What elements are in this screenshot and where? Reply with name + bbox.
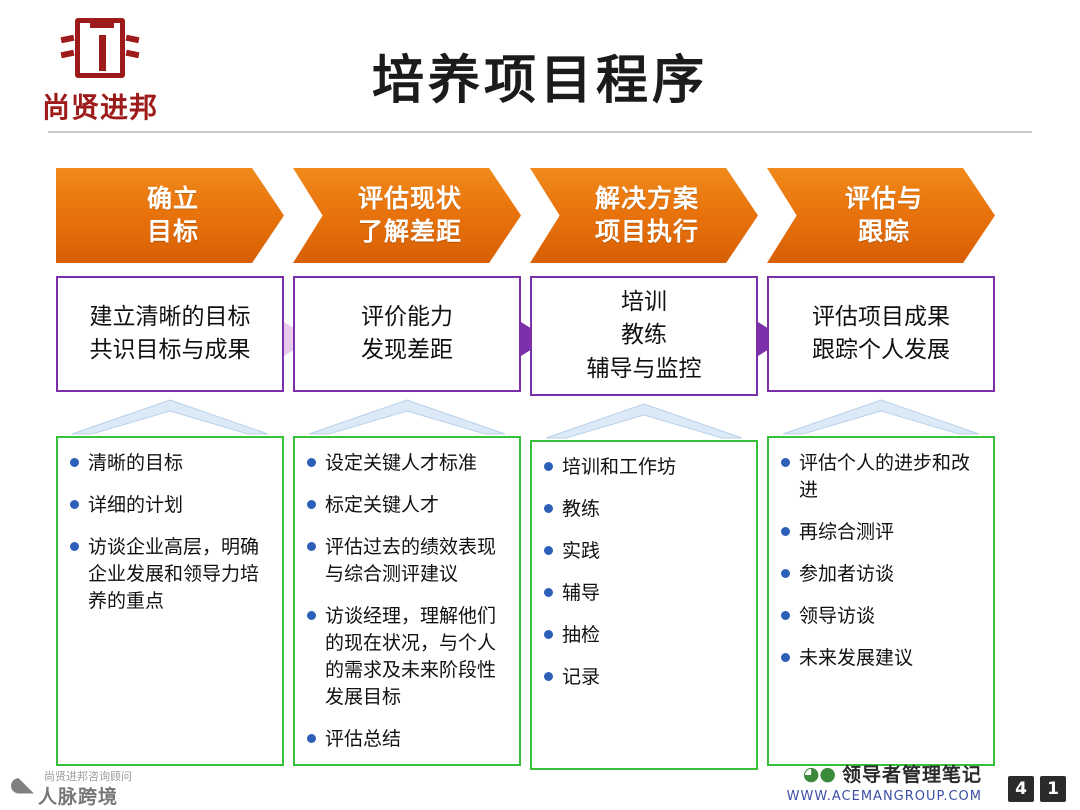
wechat-icon: ◕● bbox=[802, 762, 836, 785]
objective-box-text-2: 评价能力 发现差距 bbox=[357, 293, 457, 376]
list-item: 未来发展建议 bbox=[779, 645, 983, 672]
logo-text: 尚贤进邦 bbox=[41, 91, 158, 124]
stage-line: 项目执行 bbox=[594, 216, 699, 246]
watermark-right: ◕● 领导者管理笔记 WWW.ACEMANGROUP.COM bbox=[732, 760, 982, 805]
watermark-left: ◖◣ 尚贤进邦咨询顾问 人脉跨境 bbox=[8, 766, 198, 808]
stage-line: 目标 bbox=[146, 216, 199, 246]
up-chevron-2 bbox=[293, 398, 521, 436]
objective-box-text-3: 培训 教练 辅导与监控 bbox=[583, 278, 706, 394]
header-divider bbox=[48, 131, 1032, 133]
wechat-watermark: ◕● 领导者管理笔记 bbox=[732, 760, 982, 787]
process-columns: 确立 目标 建立清晰的目标 共识目标与成果 清晰的目标 详细的计划 访谈企业高层… bbox=[56, 168, 1032, 788]
stage-line: 确立 bbox=[146, 184, 199, 213]
objective-line: 辅导与监控 bbox=[586, 355, 702, 382]
objective-line: 建立清晰的目标 bbox=[89, 303, 251, 330]
stage-line: 解决方案 bbox=[594, 184, 699, 213]
detail-list-2: 设定关键人才标准 标定关键人才 评估过去的绩效表现与综合测评建议 访谈经理，理解… bbox=[305, 450, 509, 753]
process-column-4: 评估与 跟踪 评估项目成果 跟踪个人发展 评估个人的进步和改进 再综合测评 参加… bbox=[767, 168, 995, 766]
objective-box-1: 建立清晰的目标 共识目标与成果 bbox=[56, 276, 311, 392]
site-url: WWW.ACEMANGROUP.COM bbox=[786, 789, 982, 804]
objective-box-text-4: 评估项目成果 跟踪个人发展 bbox=[808, 293, 954, 376]
watermark-left-big: 人脉跨境 bbox=[38, 786, 119, 808]
list-item: 设定关键人才标准 bbox=[305, 450, 509, 477]
stage-line: 评估现状 bbox=[357, 184, 462, 213]
page-badge: 4 bbox=[1008, 776, 1034, 802]
objective-line: 培训 bbox=[621, 289, 667, 315]
list-item: 清晰的目标 bbox=[68, 450, 272, 477]
up-chevron-1 bbox=[56, 398, 284, 436]
objective-box-2: 评价能力 发现差距 bbox=[293, 276, 548, 392]
objective-box-3: 培训 教练 辅导与监控 bbox=[530, 276, 785, 397]
list-item: 领导访谈 bbox=[779, 603, 983, 630]
stage-line: 跟踪 bbox=[857, 216, 910, 246]
objective-line: 评估项目成果 bbox=[812, 303, 950, 330]
slide-header: 尚贤进邦 培养项目程序 bbox=[0, 0, 1080, 133]
company-logo: 尚贤进邦 bbox=[20, 18, 180, 124]
detail-list-1: 清晰的目标 详细的计划 访谈企业高层，明确企业发展和领导力培养的重点 bbox=[68, 450, 272, 615]
detail-box-2: 设定关键人才标准 标定关键人才 评估过去的绩效表现与综合测评建议 访谈经理，理解… bbox=[293, 436, 521, 766]
stage-banner-label-4: 评估与 跟踪 bbox=[839, 183, 923, 248]
stage-banner-3: 解决方案 项目执行 bbox=[530, 168, 758, 263]
up-chevron-3 bbox=[530, 402, 758, 440]
watermark-logo-icon: ◖◣ bbox=[10, 772, 34, 796]
list-item: 参加者访谈 bbox=[779, 561, 983, 588]
list-item: 教练 bbox=[542, 496, 746, 523]
objective-line: 共识目标与成果 bbox=[89, 337, 251, 363]
list-item: 再综合测评 bbox=[779, 519, 983, 546]
list-item: 访谈经理，理解他们的现在状况，与个人的需求及未来阶段性发展目标 bbox=[305, 603, 509, 711]
list-item: 评估总结 bbox=[305, 726, 509, 753]
list-item: 辅导 bbox=[542, 580, 746, 607]
process-column-2: 评估现状 了解差距 评价能力 发现差距 设定关键人才标准 标定关键人才 评估过去… bbox=[293, 168, 548, 766]
objective-box-text-1: 建立清晰的目标 共识目标与成果 bbox=[86, 293, 255, 376]
stage-banner-2: 评估现状 了解差距 bbox=[293, 168, 521, 263]
page-title: 培养项目程序 bbox=[371, 51, 708, 111]
objective-line: 评价能力 bbox=[361, 303, 453, 330]
stage-banner-label-2: 评估现状 了解差距 bbox=[352, 183, 462, 248]
list-item: 详细的计划 bbox=[68, 492, 272, 519]
list-item: 培训和工作坊 bbox=[542, 454, 746, 481]
objective-line: 跟踪个人发展 bbox=[812, 337, 950, 363]
list-item: 访谈企业高层，明确企业发展和领导力培养的重点 bbox=[68, 534, 272, 615]
stage-banner-label-3: 解决方案 项目执行 bbox=[589, 183, 699, 248]
stage-line: 评估与 bbox=[844, 184, 923, 213]
process-column-3: 解决方案 项目执行 培训 教练 辅导与监控 培训和工作坊 教练 实践 辅导 抽检 bbox=[530, 168, 785, 771]
stage-banner-label-1: 确立 目标 bbox=[141, 183, 199, 248]
stage-banner-1: 确立 目标 bbox=[56, 168, 284, 263]
watermark-left-small: 尚贤进邦咨询顾问 bbox=[44, 770, 132, 783]
objective-line: 教练 bbox=[621, 322, 667, 349]
list-item: 记录 bbox=[542, 664, 746, 691]
detail-box-3: 培训和工作坊 教练 实践 辅导 抽检 记录 bbox=[530, 440, 758, 771]
page-badge: 1 bbox=[1040, 776, 1066, 802]
shang-seal-logo-icon bbox=[60, 18, 140, 80]
list-item: 评估个人的进步和改进 bbox=[779, 450, 983, 504]
objective-box-4: 评估项目成果 跟踪个人发展 bbox=[767, 276, 995, 392]
page-number-badges: 4 1 bbox=[1008, 776, 1066, 802]
detail-box-4: 评估个人的进步和改进 再综合测评 参加者访谈 领导访谈 未来发展建议 bbox=[767, 436, 995, 766]
list-item: 评估过去的绩效表现与综合测评建议 bbox=[305, 534, 509, 588]
up-chevron-4 bbox=[767, 398, 995, 436]
detail-box-1: 清晰的目标 详细的计划 访谈企业高层，明确企业发展和领导力培养的重点 bbox=[56, 436, 284, 766]
process-column-1: 确立 目标 建立清晰的目标 共识目标与成果 清晰的目标 详细的计划 访谈企业高层… bbox=[56, 168, 311, 766]
stage-line: 了解差距 bbox=[357, 216, 462, 246]
wechat-account-name: 领导者管理笔记 bbox=[841, 764, 982, 786]
list-item: 实践 bbox=[542, 538, 746, 565]
objective-line: 发现差距 bbox=[361, 337, 453, 363]
list-item: 抽检 bbox=[542, 622, 746, 649]
stage-banner-4: 评估与 跟踪 bbox=[767, 168, 995, 263]
list-item: 标定关键人才 bbox=[305, 492, 509, 519]
detail-list-4: 评估个人的进步和改进 再综合测评 参加者访谈 领导访谈 未来发展建议 bbox=[779, 450, 983, 672]
detail-list-3: 培训和工作坊 教练 实践 辅导 抽检 记录 bbox=[542, 454, 746, 691]
